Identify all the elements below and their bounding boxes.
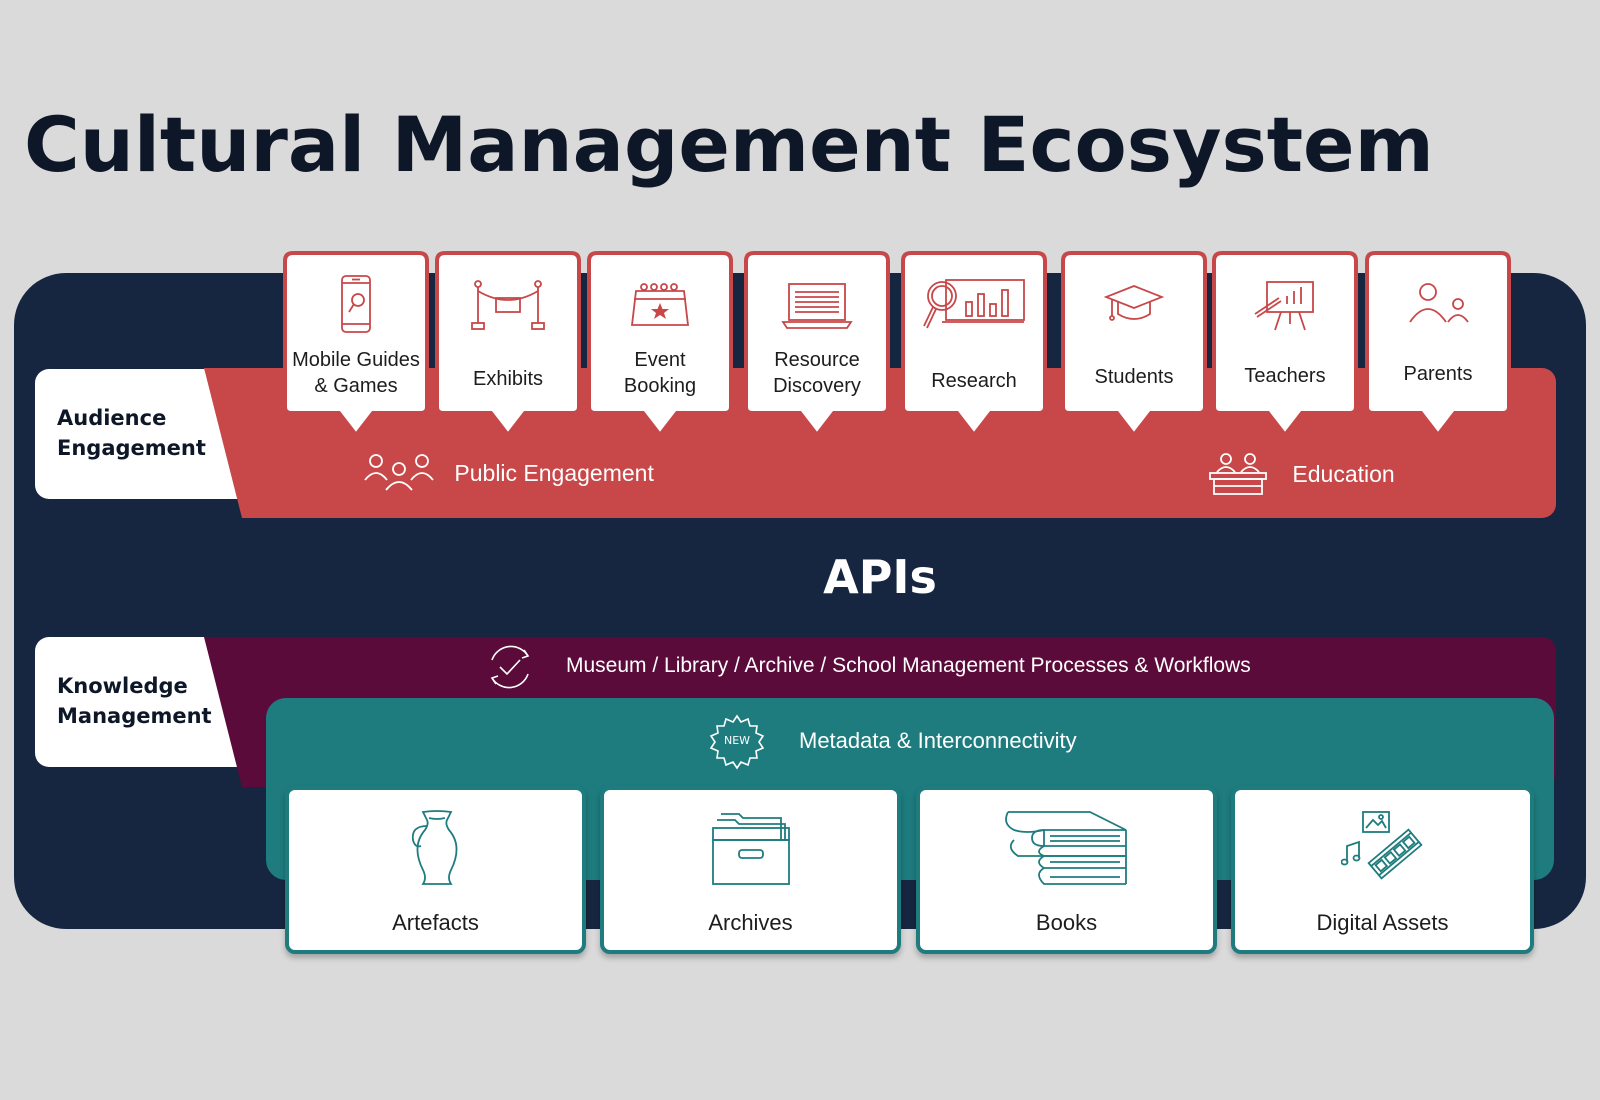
card-label: Archives — [708, 910, 793, 935]
graduation-cap-icon — [1104, 285, 1164, 321]
card-label-line2: & Games — [314, 375, 398, 397]
metadata-label: Metadata & Interconnectivity — [799, 728, 1077, 753]
card-event-booking: Event Booking — [587, 251, 733, 439]
public-engagement-label: Public Engagement — [454, 459, 654, 486]
card-label-line1: Parents — [1403, 363, 1473, 385]
card-label: Books — [1035, 910, 1098, 935]
new-badge-icon — [709, 714, 765, 770]
public-engagement-group: Public Engagement — [364, 452, 654, 494]
parent-child-icon — [1409, 283, 1469, 323]
card-label-line1: Mobile Guides — [292, 349, 420, 371]
card-archives: Archives — [600, 786, 901, 954]
page-title: Cultural Management Ecosystem — [24, 100, 1434, 189]
card-books: Books — [916, 786, 1217, 954]
apis-label: APIs — [823, 550, 937, 604]
card-label-line1: Teachers — [1244, 365, 1326, 387]
card-label-line1: Exhibits — [472, 368, 544, 390]
card-label-line1: Research — [931, 370, 1017, 392]
education-label: Education — [1292, 460, 1395, 487]
card-mobile-guides: Mobile Guides & Games — [283, 251, 429, 439]
card-label-line1: Event — [634, 349, 686, 371]
card-label: Artefacts — [392, 910, 479, 935]
card-label: Digital Assets — [1316, 910, 1449, 935]
knowledge-label-line1: Knowledge — [57, 674, 188, 698]
vase-icon — [411, 810, 457, 885]
people-group-icon — [364, 454, 434, 491]
audience-label-line1: Audience — [57, 406, 167, 430]
presentation-board-icon — [1254, 281, 1314, 331]
rope-barrier-icon — [471, 280, 545, 330]
card-students: Students — [1061, 251, 1207, 439]
card-resource-discovery: Resource Discovery — [744, 251, 890, 439]
card-artefacts: Artefacts — [285, 786, 586, 954]
laptop-icon — [781, 283, 853, 329]
media-assets-icon — [1340, 811, 1423, 880]
card-label-line1: Students — [1094, 366, 1174, 388]
smartphone-icon — [341, 275, 371, 333]
card-label-line1: Resource — [774, 349, 860, 371]
audience-label-line2: Engagement — [57, 436, 206, 460]
card-label-line2: Booking — [623, 375, 697, 397]
card-parents: Parents — [1365, 251, 1511, 439]
card-research: Research — [901, 251, 1047, 439]
card-exhibits: Exhibits — [435, 251, 581, 439]
education-group: Education — [1208, 452, 1395, 496]
processes-label: Museum / Library / Archive / School Mana… — [566, 654, 1251, 677]
calendar-star-icon — [630, 283, 690, 326]
magnifier-chart-icon — [923, 279, 1025, 329]
cycle-check-icon — [490, 645, 530, 689]
new-badge-text: NEW — [723, 734, 751, 747]
classroom-icon — [1209, 453, 1267, 495]
card-digital-assets: Digital Assets — [1231, 786, 1534, 954]
archive-box-icon — [711, 813, 790, 885]
knowledge-label-line2: Management — [57, 704, 212, 728]
card-teachers: Teachers — [1212, 251, 1358, 439]
books-icon — [1004, 811, 1127, 885]
card-label-line2: Discovery — [773, 375, 861, 397]
